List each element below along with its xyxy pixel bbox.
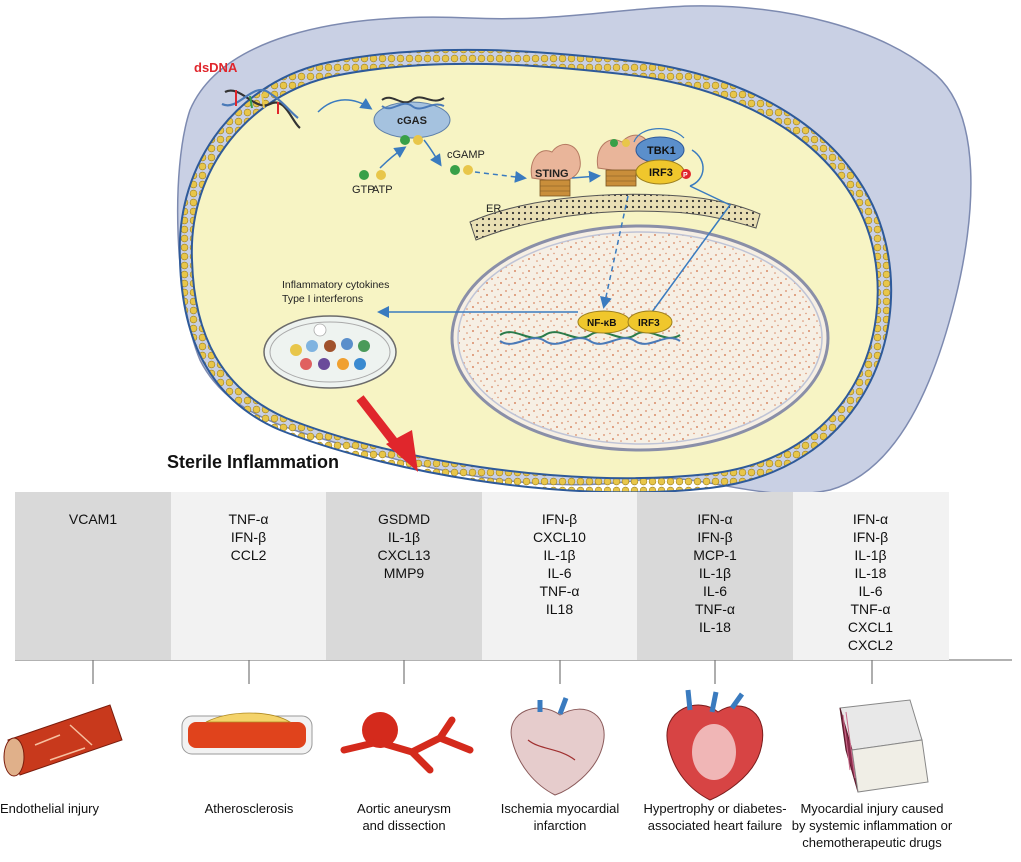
disease-label: Hypertrophy or diabetes-associated heart… [620,800,810,834]
cytokine-item: MCP-1 [693,547,737,563]
nuclear-irf3-protein-icon [627,310,673,334]
gtp-label: GTP [352,184,375,196]
cgamp-dot-yellow [463,165,473,175]
disease-label-line: Ischemia myocardial [500,801,620,816]
cytokine-item: GSDMD [377,511,431,527]
cgamp-label: cGAMP [447,149,485,161]
cytokine-item: IFN-β [541,511,578,527]
disease-label-line: Myocardial injury caused [800,801,944,816]
cytokine-item: IL-18 [854,565,887,581]
cytokine-item: MMP9 [383,565,425,581]
cytokine-item: TNF-α [695,601,735,617]
cytokine-item: IL-18 [699,619,731,635]
failing-heart-icon [666,689,764,801]
cgas-label: cGAS [397,115,427,127]
disease-label-line: by systemic inflammation or [791,818,953,833]
section-title: Sterile Inflammation [167,452,340,472]
irf3-label: IRF3 [649,167,673,179]
cytokine-item: CXCL10 [533,529,586,545]
disease-label: Endothelial injury [0,800,190,817]
disease-label-line: chemotherapeutic drugs [802,835,942,850]
myocardial-tissue-icon [839,699,929,793]
cytokine-item: CXCL13 [377,547,431,563]
cytokine-item: TNF-α [228,511,269,527]
output-label-line1: Inflammatory cytokines [282,279,389,291]
disease-label: Atherosclerosis [154,800,344,817]
dsdna-helix-icon [221,88,301,129]
nuclear-irf3-label: IRF3 [638,318,660,329]
cytokine-item: IL-1β [698,565,732,581]
cgamp-dot-green [450,165,460,175]
cytokine-item: IFN-β [852,529,889,545]
output-label-line2: Type I interferons [282,293,363,305]
disease-label-line: Hypertrophy or diabetes- [643,801,787,816]
cytokine-item: IL-6 [547,565,572,581]
cytokine-item: IL-1β [387,529,421,545]
timeline-ticks [92,660,873,684]
sting-tbk1-irf3-complex [596,128,704,187]
cytokine-item: IFN-β [230,529,267,545]
cytokine-item: TNF-α [850,601,891,617]
cytokine-vesicle-icon [263,315,397,389]
phospho-label: P [683,172,688,179]
red-arrow-icon [356,395,418,472]
cytokine-item: IL-6 [858,583,883,599]
nfkb-label: NF-κB [587,318,616,329]
dsdna-label: dsDNA [194,60,238,75]
sting-label: STING [535,168,569,180]
atherosclerosis-artery-icon [181,712,313,755]
cytokine-item: IL18 [545,601,574,617]
sting-protein-icon [530,144,581,197]
cytokine-item: IL-6 [702,583,728,599]
aortic-aneurysm-icon [340,712,474,774]
cytokine-item: IFN-β [697,529,733,545]
disease-label-line: associated heart failure [647,818,783,833]
cytokine-item: IFN-α [697,511,733,527]
disease-label-line: Aortic aneurysm [357,801,451,816]
disease-label: Myocardial injury caused by systemic infl… [777,800,967,851]
disease-label-line: Atherosclerosis [204,801,294,816]
ischemic-heart-icon [510,697,605,796]
tbk1-label: TBK1 [647,145,676,157]
endothelial-vessel-icon [3,704,123,777]
cytokine-item: IL-1β [854,547,887,563]
cytokine-list: VCAM1 [15,492,171,528]
disease-label-line: infarction [533,818,587,833]
atp-dot [376,170,386,180]
disease-label-line: and dissection [362,818,446,833]
disease-label-line: Endothelial injury [0,801,100,816]
cytokine-column-1: VCAM1 [15,492,171,660]
er-label: ER [486,203,501,215]
cytokine-item: CXCL1 [847,619,894,635]
cgas-enzyme-icon [373,96,451,145]
atp-label: ATP [372,184,393,196]
disease-label: Ischemia myocardial infarction [465,800,655,834]
cytokine-item: CXCL2 [847,637,894,653]
phospho-icon [681,169,691,179]
disease-label: Aortic aneurysm and dissection [309,800,499,834]
cytokine-item: VCAM1 [68,511,118,527]
cytokine-item: IFN-α [852,511,889,527]
cytokine-item: CCL2 [230,547,267,563]
gtp-dot [359,170,369,180]
cytokine-item: TNF-α [539,583,580,599]
cytokine-item: IL-1β [543,547,576,563]
er-membrane [469,193,761,241]
